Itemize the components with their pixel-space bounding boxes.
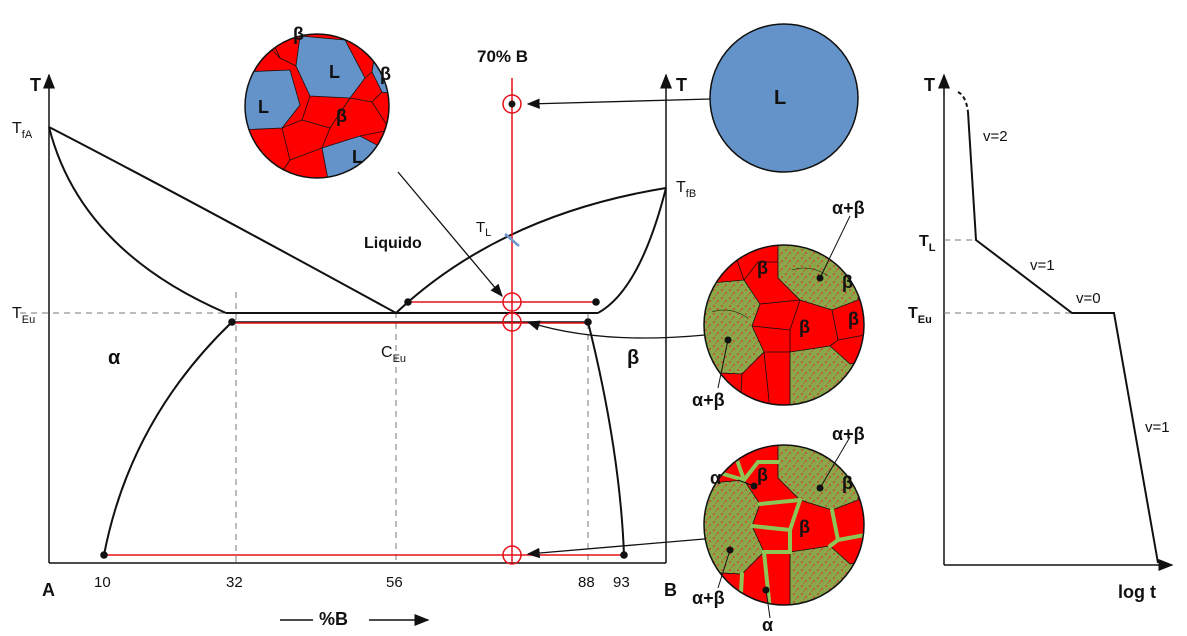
cooling-curve: T log t TL TEu v=2 v=1 v=0 v=1	[908, 73, 1174, 602]
segment-label-1: v=2	[983, 128, 1008, 145]
mixed-label-5: β	[336, 106, 347, 126]
liquid-micrograph-label: L	[774, 87, 786, 109]
solvus-b	[587, 321, 625, 556]
ceu-label: CEu	[381, 344, 406, 365]
segment-label-2: v=1	[1030, 257, 1055, 274]
mixed-micrograph: β L β L β L	[244, 24, 391, 179]
eutectic-label-beta-1: β	[757, 258, 768, 278]
final-label-ab-1: α+β	[832, 424, 865, 444]
x-axis-label: %B	[319, 609, 348, 629]
beta-region-label: β	[627, 347, 639, 369]
liquidus-b	[395, 187, 667, 314]
final-label-ab-2: α+β	[692, 588, 725, 608]
teu-label: TEu	[12, 305, 35, 326]
mixed-label-6: L	[352, 147, 363, 167]
cooling-teu-label: TEu	[908, 305, 932, 326]
liquidus-a	[48, 126, 397, 314]
mixed-label-3: β	[380, 64, 391, 84]
mixed-label-4: L	[258, 97, 269, 117]
cooling-curve-line	[967, 111, 1159, 564]
eutectic-micrograph: β α+β β β β α+β	[692, 198, 865, 410]
t-axis-label-right: T	[676, 75, 687, 95]
tie-points	[100, 298, 628, 559]
tl-label: TL	[476, 219, 491, 239]
tick-56: 56	[386, 574, 403, 591]
mixed-label-2: L	[329, 62, 340, 82]
solvus-a	[103, 321, 233, 556]
tick-10: 10	[94, 574, 111, 591]
final-micrograph: α β α+β β β α+β α	[692, 424, 865, 635]
pointer-arrows	[397, 98, 717, 559]
eutectic-label-beta-2: β	[842, 272, 853, 292]
tick-88: 88	[578, 574, 595, 591]
final-label-beta-2: β	[842, 473, 853, 493]
solidus-b	[597, 187, 667, 314]
eutectic-label-beta-3: β	[799, 317, 810, 337]
guide-lines	[20, 292, 589, 563]
mixed-label-1: β	[293, 24, 304, 44]
solidus-a	[48, 126, 227, 314]
liquid-micrograph: L	[709, 23, 859, 173]
cooling-tl-label: TL	[919, 233, 936, 254]
final-label-alpha-2: α	[762, 615, 773, 635]
component-b-label: B	[664, 580, 677, 600]
eutectic-label-beta-4: β	[848, 309, 859, 329]
cooling-time-axis-label: log t	[1118, 582, 1156, 602]
composition-ticks: 10 32 56 88 93	[94, 574, 630, 591]
tfb-label: TfB	[676, 179, 696, 200]
cooling-t-axis-label: T	[924, 75, 935, 95]
final-label-beta-1: β	[757, 465, 768, 485]
eutectic-label-ab-1: α+β	[832, 198, 865, 218]
segment-label-3: v=0	[1076, 290, 1101, 307]
eutectic-label-ab-2: α+β	[692, 390, 725, 410]
tick-93: 93	[613, 574, 630, 591]
liquid-region-label: Liquido	[364, 235, 422, 252]
segment-label-4: v=1	[1145, 419, 1170, 436]
component-a-label: A	[42, 580, 55, 600]
tl-marker	[504, 233, 520, 247]
t-axis-label: T	[30, 75, 41, 95]
tick-32: 32	[226, 574, 243, 591]
final-label-alpha-1: α	[710, 468, 721, 488]
final-label-beta-3: β	[799, 517, 810, 537]
alpha-region-label: α	[108, 347, 121, 369]
phase-boundaries	[48, 126, 667, 556]
composition-label: 70% B	[477, 47, 528, 66]
tfa-label: TfA	[12, 120, 33, 141]
